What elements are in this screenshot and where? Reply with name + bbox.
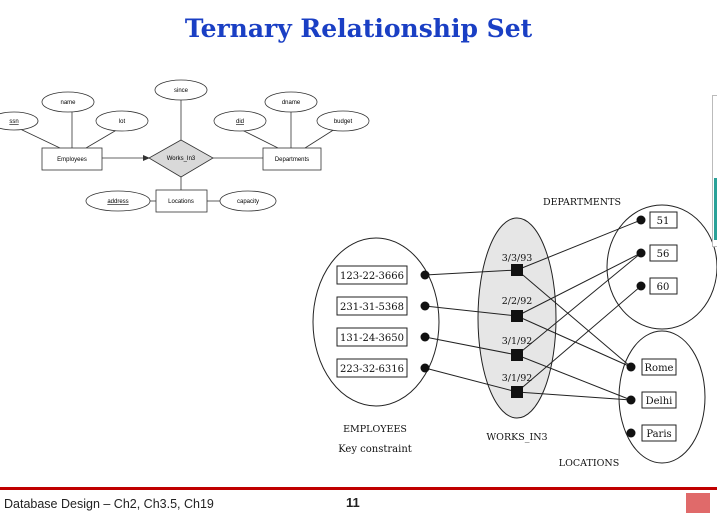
locations-set-label: LOCATIONS: [559, 458, 619, 469]
works-in3-relationship: [148, 139, 214, 178]
employees-entity: [41, 147, 103, 171]
department-dot-2: [636, 248, 646, 258]
works-square-1: [511, 264, 523, 276]
side-panel-accent: [714, 178, 717, 240]
ssn-label: ssn: [9, 119, 18, 125]
employee-box-2: [336, 296, 408, 316]
department-value-2: 56: [657, 249, 670, 260]
employees-entity-label: Employees: [57, 157, 87, 163]
page-number: 11: [346, 495, 360, 510]
budget-label: budget: [334, 119, 353, 125]
slide-title: Ternary Relationship Set: [184, 14, 533, 43]
instance-diagram: 123-22-3666 231-31-5368 131-24-3650 223-…: [312, 197, 717, 469]
location-value-3: Paris: [646, 429, 671, 440]
location-dot-1: [626, 362, 636, 372]
location-box-2: [641, 391, 677, 409]
employees-set-label: EMPLOYEES: [343, 424, 407, 435]
works-square-2: [511, 310, 523, 322]
side-panel-fragment: [712, 95, 717, 247]
location-dot-3: [626, 428, 636, 438]
department-box-3: [649, 277, 678, 295]
lot-label: lot: [119, 119, 126, 125]
locations-entity-label: Locations: [168, 199, 194, 205]
employee-dot-2: [420, 301, 430, 311]
employee-value-1: 123-22-3666: [340, 271, 404, 282]
key-constraint-label: Key constraint: [338, 444, 412, 455]
employees-set: [312, 237, 440, 407]
departments-set: [606, 204, 717, 330]
location-box-1: [641, 358, 677, 376]
departments-set-label: DEPARTMENTS: [543, 197, 621, 208]
employee-value-4: 223-32-6316: [340, 364, 404, 375]
er-diagram: [17, 98, 336, 202]
address-label: address: [107, 199, 128, 205]
dname-label: dname: [282, 100, 301, 106]
since-attribute: [154, 79, 208, 101]
department-value-3: 60: [657, 282, 670, 293]
departments-entity: [262, 147, 322, 171]
works-square-4: [511, 386, 523, 398]
location-value-2: Delhi: [646, 396, 673, 407]
since-label: since: [174, 88, 189, 94]
works-in3-set-label: WORKS_IN3: [486, 432, 547, 443]
lot-attribute: [95, 110, 149, 132]
works-date-4: 3/1/92: [502, 373, 533, 384]
locations-entity: [155, 189, 208, 213]
works-date-3: 3/1/92: [502, 336, 533, 347]
works-square-3: [511, 349, 523, 361]
did-label: did: [236, 119, 244, 125]
employee-box-4: [336, 358, 408, 378]
employee-box-3: [336, 327, 408, 347]
employee-dot-1: [420, 270, 430, 280]
department-box-1: [649, 211, 678, 229]
department-value-1: 51: [657, 216, 670, 227]
works-in3-label: Works_In3: [167, 156, 196, 162]
footer-divider: [0, 487, 717, 490]
instance-links: [424, 219, 642, 401]
budget-attribute: [316, 110, 370, 132]
employee-dot-3: [420, 332, 430, 342]
employee-value-3: 131-24-3650: [340, 333, 404, 344]
capacity-label: capacity: [237, 199, 259, 205]
employee-value-2: 231-31-5368: [340, 302, 404, 313]
vld-logo: [686, 493, 710, 513]
dname-attribute: [264, 91, 318, 113]
department-dot-3: [636, 281, 646, 291]
departments-entity-label: Departments: [275, 157, 309, 163]
name-attribute: [41, 91, 95, 113]
employee-dot-4: [420, 363, 430, 373]
location-value-1: Rome: [645, 363, 674, 374]
works-date-2: 2/2/92: [502, 296, 533, 307]
address-attribute: [85, 190, 151, 212]
did-attribute: [213, 110, 267, 132]
location-box-3: [641, 424, 677, 442]
capacity-attribute: [219, 190, 277, 212]
department-dot-1: [636, 215, 646, 225]
name-label: name: [60, 100, 76, 106]
location-dot-2: [626, 395, 636, 405]
footer-course-title: Database Design – Ch2, Ch3.5, Ch19: [4, 497, 214, 511]
department-box-2: [649, 244, 678, 262]
works-date-1: 3/3/93: [502, 253, 533, 264]
employee-box-1: [336, 265, 408, 285]
ssn-attribute: [0, 111, 39, 131]
